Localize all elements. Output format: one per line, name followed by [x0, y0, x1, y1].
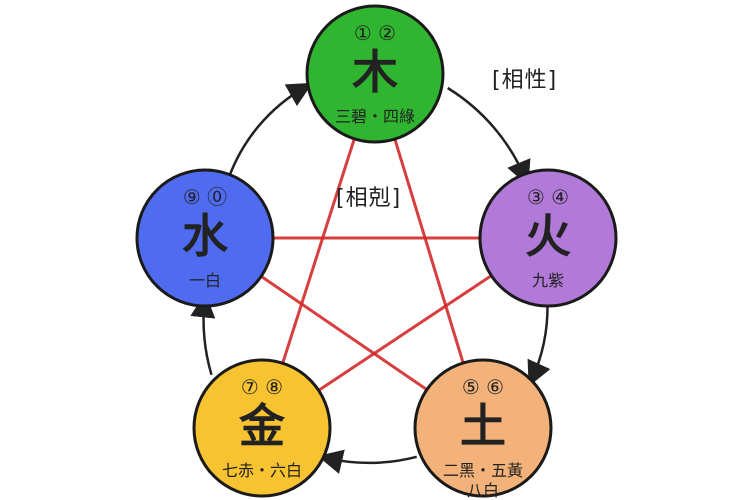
element-sub-earth: 二黑・五黃: [443, 461, 523, 480]
generating-arrow-metal-water: [190, 292, 216, 376]
generating-arrow-fire-earth: [527, 304, 551, 387]
generating-arrow-earth-metal: [317, 449, 418, 474]
element-char-earth: 土: [460, 399, 506, 453]
element-sub-wood: 三碧・四綠: [335, 107, 415, 126]
generating-arrow-wood-fire: [447, 86, 531, 187]
element-sub-metal: 七赤・六白: [222, 461, 302, 480]
element-numbers-metal: ⑦ ⑧: [241, 375, 283, 399]
element-numbers-fire: ③ ④: [527, 185, 569, 209]
element-circle-fire: [478, 168, 618, 308]
element-sub-fire: 九紫: [532, 271, 564, 290]
element-sub2-earth: 八白: [467, 481, 499, 500]
element-numbers-water: ⑨ ⓪: [183, 185, 227, 209]
element-char-wood: 木: [352, 45, 398, 99]
element-char-metal: 金: [238, 399, 286, 453]
overcoming-relation-label: [相剋]: [336, 186, 402, 211]
element-circle-earth: [413, 358, 553, 498]
element-circle-metal: [192, 358, 332, 498]
element-circle-water: [135, 168, 275, 308]
generating-relation-label: [相性]: [492, 68, 558, 93]
element-circle-wood: [305, 4, 445, 144]
element-numbers-earth: ⑤ ⑥: [462, 375, 504, 399]
element-char-water: 水: [182, 209, 229, 263]
element-sub-water: 一白: [189, 271, 221, 290]
element-char-fire: 火: [525, 209, 571, 263]
element-numbers-wood: ① ②: [354, 21, 396, 45]
generating-arrow-water-wood: [227, 82, 313, 178]
